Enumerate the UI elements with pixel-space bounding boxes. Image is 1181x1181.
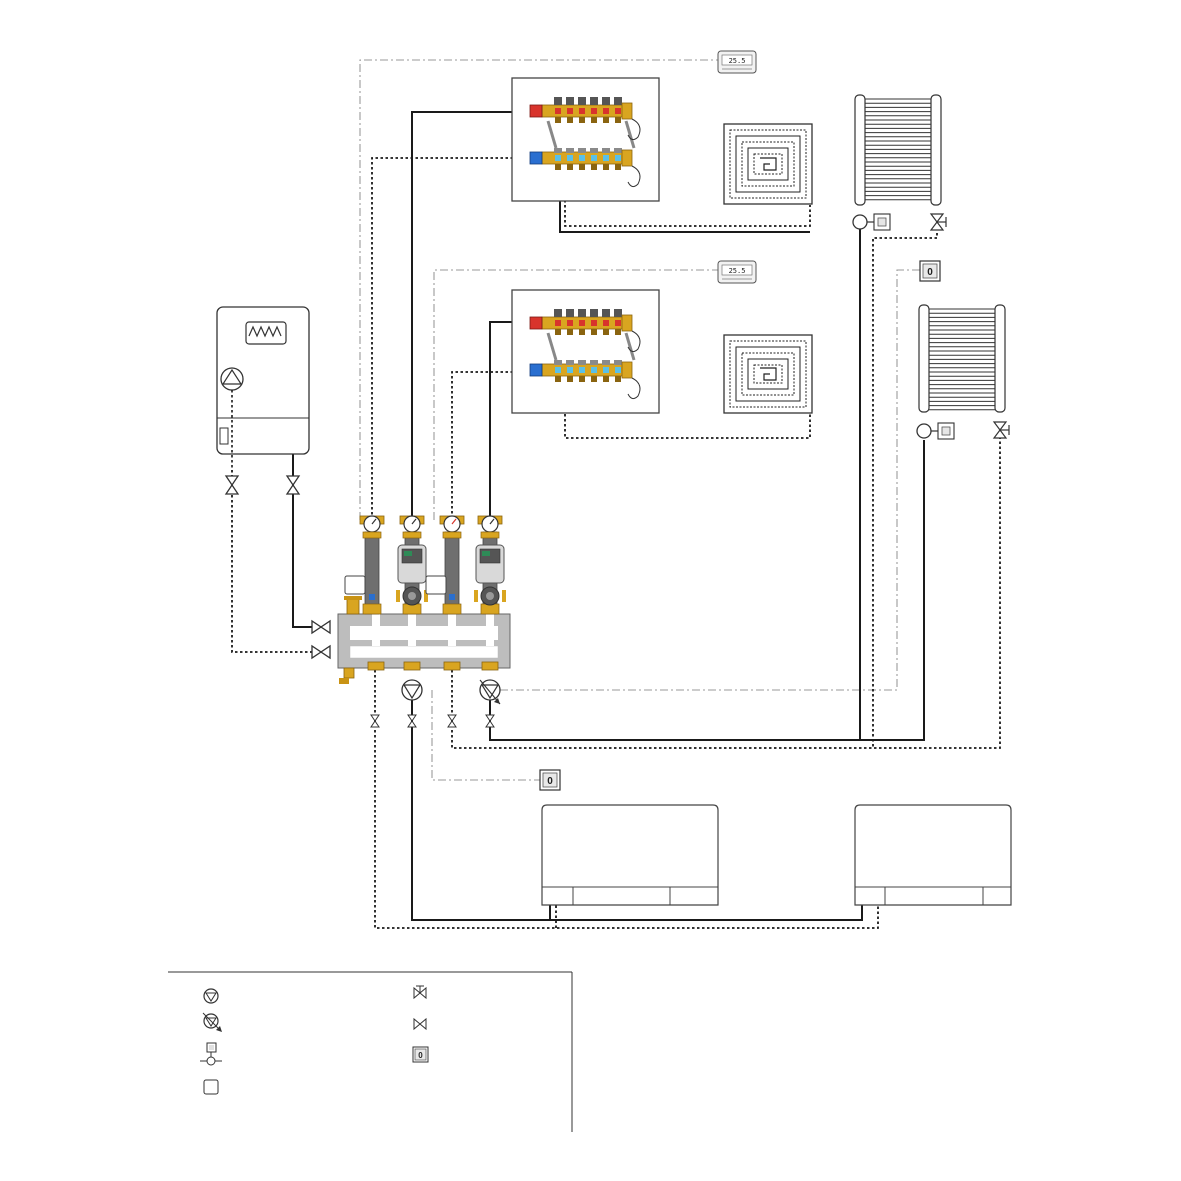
mixing-valve-icon[interactable] [449,594,455,600]
boiler [216,306,310,470]
return-line-underfloor-1 [564,170,811,227]
return-line-fancoils [374,670,879,929]
radiators [854,94,1006,413]
radiator-modulating-pump-icon [479,679,501,705]
shut-off-valve-4[interactable] [485,714,495,728]
flow-probe: 0 [539,769,561,791]
signal-line-thermostat-2 [433,269,718,520]
underfloor-loops [723,123,813,414]
fan-coil-2 [854,804,1012,906]
underfloor-loop-2 [723,334,813,414]
control-module-1 [344,575,366,595]
manifolds [511,77,660,414]
pump-group-column-1 [359,515,385,615]
red-ball-valve[interactable] [529,104,543,118]
legend-probe-label: 0 [418,1051,423,1060]
legend: 0 [168,971,573,1132]
signal-line-pump-probe [431,690,540,781]
circulator-pump-2[interactable] [474,544,506,606]
flow-line-radiators [489,440,925,741]
shut-off-valve-1[interactable] [370,714,380,728]
legend-pump-icon [203,988,219,1004]
radiator-2-sensor [916,422,955,440]
return-line-radiators [451,430,1001,749]
small-valves [370,714,495,728]
legend-modulating-pump-icon [202,1012,222,1032]
fancoil-pump-icon [401,679,423,701]
collector-outlets [367,661,499,671]
manifold-return-bar [529,148,633,170]
outdoor-probe-label: 0 [927,267,933,278]
pump-groups [344,515,506,615]
return-lines [231,157,1001,929]
pump-group-column-3 [439,515,465,615]
radiator-1-sensor [852,213,891,231]
signal-line-thermostat-1 [359,59,718,520]
thermometer-icon [363,515,381,533]
legend-shut-off-valve-icon [413,1017,427,1031]
thermometer-icon [403,515,421,533]
radiator-1-balancing-valve[interactable] [929,213,947,231]
collector-inlet-valve-flow [311,619,331,635]
blue-ball-valve[interactable] [529,363,543,377]
return-line-manifold-1 [371,157,543,520]
drain-valve [339,667,355,684]
thermostat-2-display: 25.5 [729,267,746,275]
thermostat-1-display: 25.5 [729,57,746,65]
signal-line-outdoor-probe [500,269,920,691]
flow-probe-label: 0 [547,776,553,787]
manifold-flow-bar [529,97,633,123]
radiator-2 [918,304,1006,413]
boiler-valve-return [224,475,240,495]
shut-off-valve-2[interactable] [407,714,417,728]
hydraulic-collector [337,596,511,684]
outdoor-probe: 0 [919,260,941,282]
air-vent [344,596,362,615]
boiler-pump-icon [220,367,244,391]
radiator-1 [854,94,942,206]
control-module-2 [425,575,447,595]
boiler-display [219,427,229,445]
thermostat-2[interactable]: 25.5 [717,260,757,284]
manifold-cabinet-1 [511,77,660,202]
legend-balancing-valve-icon [413,985,427,1000]
flow-line-manifold-1 [411,111,543,520]
legend-probe-icon: 0 [412,1046,429,1063]
flow-line-fancoils [411,700,863,921]
manifold-flow-bar [529,309,633,335]
legend-temperature-sensor-icon [200,1042,222,1066]
boiler-valve-flow [285,475,301,495]
radiator-2-balancing-valve[interactable] [992,421,1010,439]
shut-off-valve-3[interactable] [447,714,457,728]
heat-exchanger-icon [245,321,287,345]
collector-inlet-valve-return [311,644,331,660]
flow-lines [231,111,925,921]
red-ball-valve[interactable] [529,316,543,330]
thermometer-icon [443,515,461,533]
legend-blank-module-icon [203,1079,219,1095]
thermostat-1[interactable]: 25.5 [717,50,757,74]
fan-coil-1 [541,804,719,906]
mixing-valve-icon[interactable] [369,594,375,600]
circulator-pump-1[interactable] [396,544,428,606]
return-line-radiator-1 [872,228,938,748]
blue-ball-valve[interactable] [529,151,543,165]
underfloor-loop-1 [723,123,813,205]
thermometer-icon [481,515,499,533]
return-line-boiler [231,470,318,653]
manifold-cabinet-2 [511,289,660,414]
signal-lines [359,59,920,781]
manifold-return-bar [529,360,633,382]
